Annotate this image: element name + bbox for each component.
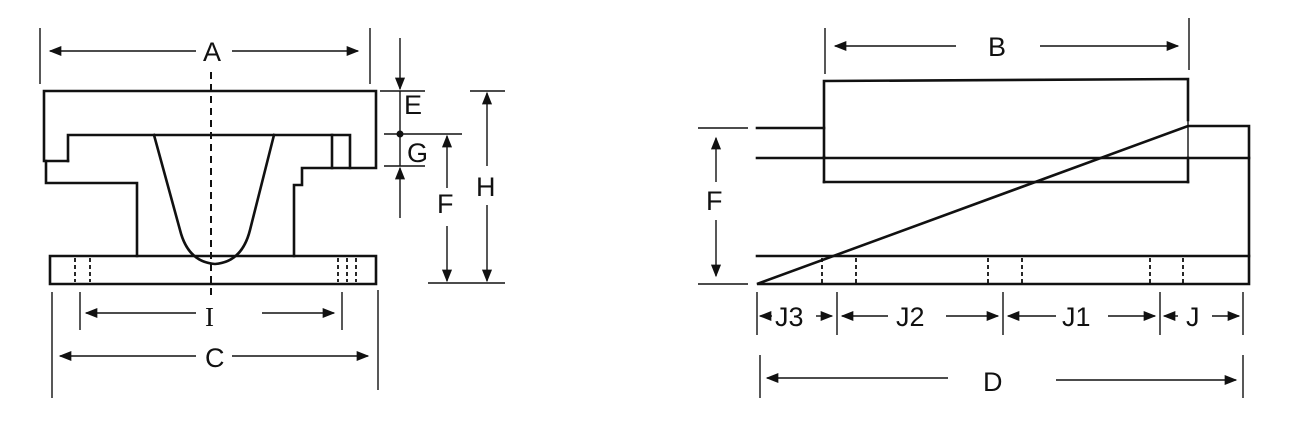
- inner-plate: [66, 133, 352, 170]
- label-H: H: [476, 172, 496, 202]
- label-G: G: [407, 138, 428, 168]
- label-F-front: F: [437, 189, 454, 219]
- label-J3: J3: [775, 302, 804, 332]
- side-view: B F J3 J2 J1 J D: [698, 18, 1251, 398]
- label-C: C: [205, 343, 225, 373]
- label-D: D: [983, 367, 1003, 397]
- label-J2: J2: [896, 302, 925, 332]
- label-B: B: [988, 32, 1006, 62]
- top-plate: [822, 77, 1190, 159]
- front-view: A C I E G F H: [39, 28, 505, 398]
- label-J1: J1: [1062, 302, 1091, 332]
- side-body-outline: [755, 124, 1251, 286]
- front-view-outline: [42, 89, 378, 286]
- label-I: I: [205, 302, 214, 332]
- label-A: A: [203, 37, 221, 67]
- label-F-side: F: [706, 186, 723, 216]
- label-J: J: [1186, 302, 1200, 332]
- cone-element: [152, 133, 276, 266]
- label-E: E: [404, 90, 422, 120]
